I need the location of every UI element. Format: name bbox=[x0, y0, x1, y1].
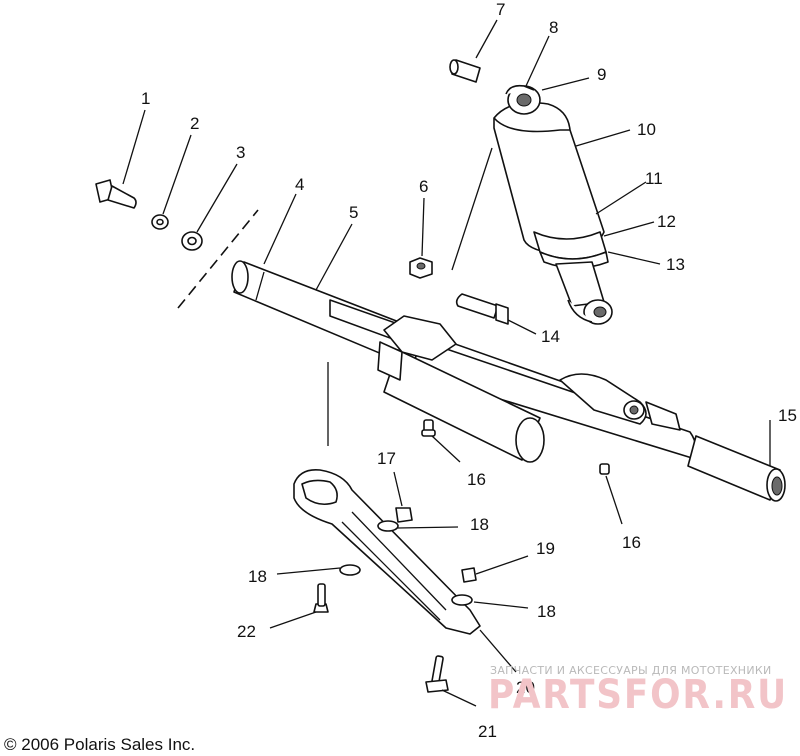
nut-part-6 bbox=[409, 257, 433, 279]
bolt-part-22 bbox=[313, 583, 329, 613]
bolt-part-21 bbox=[425, 655, 449, 693]
callout-9: 9 bbox=[597, 65, 606, 84]
callout-21: 21 bbox=[478, 722, 497, 741]
bolt-part-1 bbox=[95, 179, 137, 209]
callout-10: 10 bbox=[637, 120, 656, 139]
callout-14: 14 bbox=[541, 327, 560, 346]
sleeve-part-7 bbox=[449, 59, 481, 83]
spacer-part-19 bbox=[461, 567, 477, 583]
watermark-tagline: ЗАПЧАСТИ И АКСЕССУАРЫ ДЛЯ МОТОТЕХНИКИ bbox=[490, 664, 772, 677]
copyright-text: © 2006 Polaris Sales Inc. bbox=[4, 735, 195, 754]
callout-2: 2 bbox=[190, 114, 199, 133]
callout-19: 19 bbox=[536, 539, 555, 558]
callout-1: 1 bbox=[141, 89, 150, 108]
callout-18-b: 18 bbox=[248, 567, 267, 586]
callout-18-a: 18 bbox=[470, 515, 489, 534]
grease-fitting-part-16-right bbox=[599, 463, 610, 475]
bolt-part-14 bbox=[455, 293, 509, 325]
callout-7: 7 bbox=[496, 0, 505, 19]
link-part-20 bbox=[293, 468, 481, 635]
callout-22: 22 bbox=[237, 622, 256, 641]
callout-20: 20 bbox=[516, 678, 535, 697]
callout-17: 17 bbox=[377, 449, 396, 468]
callout-6: 6 bbox=[419, 177, 428, 196]
callout-12: 12 bbox=[657, 212, 676, 231]
callout-11: 11 bbox=[645, 169, 663, 188]
callout-16-right: 16 bbox=[622, 533, 641, 552]
grease-fitting-part-16-left bbox=[421, 419, 436, 437]
callout-8: 8 bbox=[549, 18, 558, 37]
callout-15: 15 bbox=[778, 406, 797, 425]
callout-5: 5 bbox=[349, 203, 358, 222]
a-arm-assembly bbox=[231, 260, 786, 502]
washer-part-3 bbox=[181, 231, 203, 251]
spacer-part-17 bbox=[395, 507, 413, 523]
washer-part-2 bbox=[151, 214, 169, 230]
washer-part-18-b bbox=[339, 564, 361, 576]
shock-absorber-part-10 bbox=[493, 84, 613, 325]
callout-13: 13 bbox=[666, 255, 685, 274]
callout-labels: 1 2 3 4 5 6 7 8 9 10 11 12 13 14 15 16 1… bbox=[141, 0, 797, 741]
callout-18-c: 18 bbox=[537, 602, 556, 621]
callout-3: 3 bbox=[236, 143, 245, 162]
callout-16-left: 16 bbox=[467, 470, 486, 489]
callout-4: 4 bbox=[295, 175, 304, 194]
washer-part-18-c bbox=[451, 594, 473, 606]
leader-lines bbox=[122, 19, 771, 707]
washer-part-18-a bbox=[377, 520, 399, 532]
watermark-brand: PARTSFOR.RU bbox=[488, 672, 788, 718]
alignment-dashed-line bbox=[177, 209, 259, 309]
watermark: ЗАПЧАСТИ И АКСЕССУАРЫ ДЛЯ МОТОТЕХНИКИ PA… bbox=[488, 664, 788, 718]
